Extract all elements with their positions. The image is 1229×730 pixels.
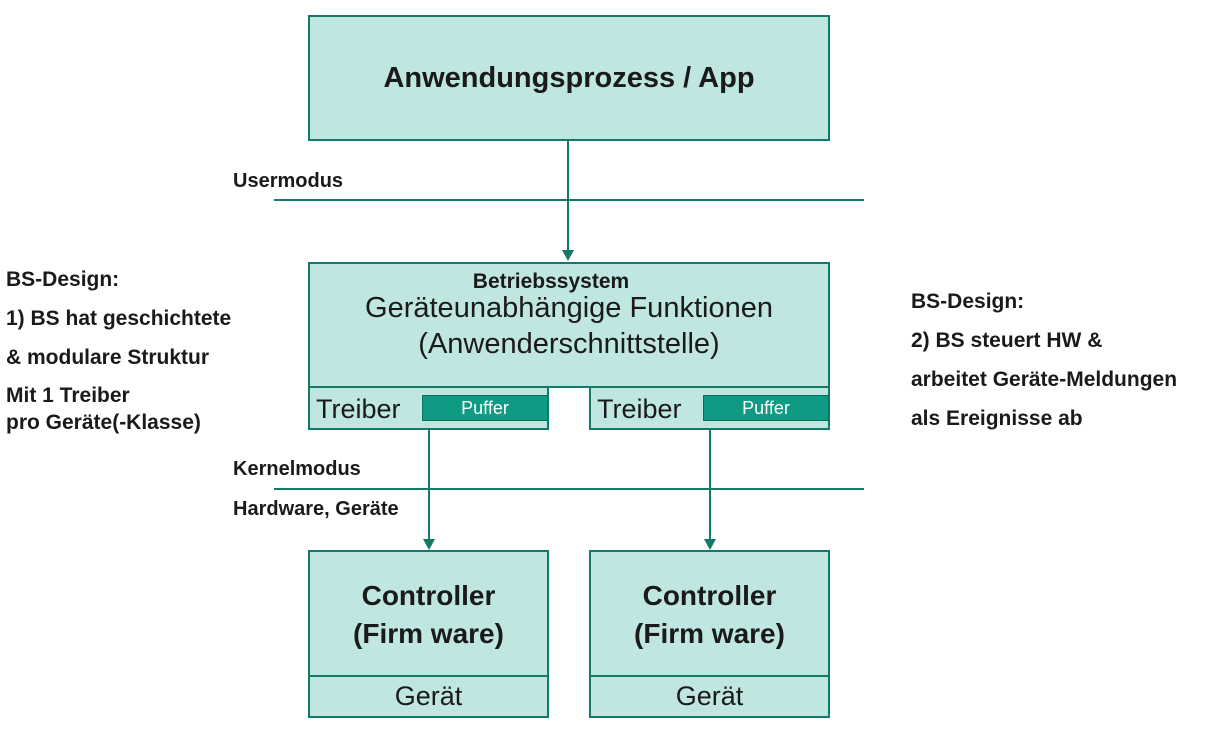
kernelmodus-label: Kernelmodus (233, 458, 361, 480)
os-functions-line2: (Anwenderschnittstelle) (418, 328, 720, 360)
right-notes-line1: 2) BS steuert HW & (911, 329, 1103, 352)
connector-driver2-controller2 (709, 430, 711, 540)
app-process-box: Anwendungsprozess / App (308, 15, 830, 141)
hardware-label: Hardware, Geräte (233, 498, 399, 520)
right-notes-line2: arbeitet Geräte-Meldungen (911, 368, 1178, 391)
controller-2-line1: Controller (642, 580, 777, 611)
arrowhead-app-os (562, 250, 574, 261)
right-notes-heading: BS-Design: (911, 290, 1025, 313)
controller-box-1: Controller (Firm ware) (308, 550, 549, 677)
controller-1-line1: Controller (361, 580, 496, 611)
os-title: Betriebssystem (472, 270, 630, 293)
controller-box-2: Controller (Firm ware) (589, 550, 830, 677)
left-design-notes: BS-Design: 1) BS hat geschichtete & modu… (6, 260, 231, 438)
usermodus-label: Usermodus (233, 170, 344, 192)
device-label-1: Gerät (394, 681, 463, 711)
device-label-2: Gerät (675, 681, 744, 711)
buffer-1: Puffer (422, 395, 548, 421)
buffer-2: Puffer (703, 395, 829, 421)
right-design-notes: BS-Design: 2) BS steuert HW & arbeitet G… (911, 282, 1177, 438)
driver-label-1: Treiber (316, 394, 401, 424)
left-notes-line3: Mit 1 Treiber (6, 384, 130, 407)
device-box-1: Gerät (308, 675, 549, 718)
os-box: Betriebssystem Geräteunabhängige Funktio… (308, 262, 830, 388)
left-notes-heading: BS-Design: (6, 268, 120, 291)
connector-driver1-controller1 (428, 430, 430, 540)
os-functions-line1: Geräteunabhängige Funktionen (365, 292, 773, 324)
right-notes-line3: als Ereignisse ab (911, 407, 1083, 430)
controller-2-line2: (Firm ware) (634, 618, 785, 649)
kernel-boundary-line (274, 488, 864, 490)
arrowhead-controller2 (704, 539, 716, 550)
driver-label-2: Treiber (597, 394, 682, 424)
arrowhead-controller1 (423, 539, 435, 550)
app-process-label: Anwendungsprozess / App (383, 61, 755, 94)
left-notes-line2: & modulare Struktur (6, 346, 210, 369)
left-notes-line1: 1) BS hat geschichtete (6, 307, 232, 330)
left-notes-line4: pro Geräte(-Klasse) (6, 411, 201, 434)
device-box-2: Gerät (589, 675, 830, 718)
connector-app-os (567, 141, 569, 251)
controller-1-line2: (Firm ware) (353, 618, 504, 649)
usermodus-boundary-line (274, 199, 864, 201)
